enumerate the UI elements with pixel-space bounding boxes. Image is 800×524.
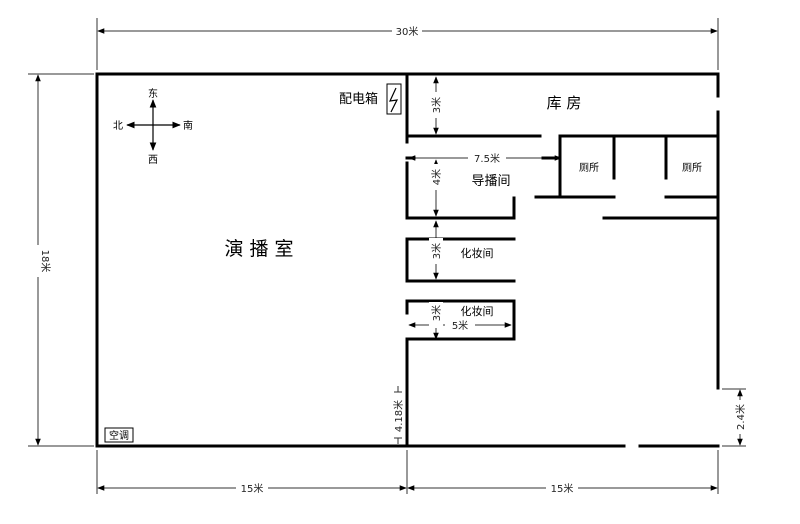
dim-storage-height: 3米 xyxy=(430,97,443,113)
control-room-label: 导播间 xyxy=(471,174,510,189)
dim-bottom-left: 15米 xyxy=(241,482,264,495)
dim-makeup2-height: 3米 xyxy=(430,305,443,321)
compass-west-label: 西 xyxy=(148,155,158,166)
dim-control-width: 7.5米 xyxy=(474,152,500,165)
compass-south-label: 南 xyxy=(183,119,193,132)
toilet-1-label: 厕所 xyxy=(579,162,599,174)
dim-left-height: 18米 xyxy=(39,250,52,273)
toilet-2-label: 厕所 xyxy=(682,162,702,174)
lightning-icon xyxy=(388,87,399,113)
dim-bottom-right: 15米 xyxy=(551,482,574,495)
ac-label: 空调 xyxy=(109,429,129,442)
walls xyxy=(95,72,720,448)
panel-label: 配电箱 xyxy=(339,91,378,107)
dim-right-gap: 2.4米 xyxy=(734,404,747,430)
dim-top-width: 30米 xyxy=(396,25,419,38)
storage-label: 库 房 xyxy=(547,94,582,112)
dim-door-gap: 4.18米 xyxy=(392,400,405,432)
dim-control-height: 4米 xyxy=(430,169,443,185)
dim-makeup1-height: 3米 xyxy=(430,243,443,259)
makeup-room-2-label: 化妆间 xyxy=(461,304,494,318)
studio-label: 演 播 室 xyxy=(224,238,293,260)
dimension-labels: 30米 18米 15米 15米 2.4米 4.18米 3米 4米 7.5米 3米… xyxy=(31,24,747,495)
compass xyxy=(126,99,181,151)
makeup-room-1-label: 化妆间 xyxy=(461,246,494,260)
dim-makeup2-width: 5米 xyxy=(452,319,468,332)
compass-north-label: 北 xyxy=(113,120,123,132)
ac-box xyxy=(104,427,134,443)
panel-box xyxy=(386,83,402,115)
compass-east-label: 东 xyxy=(148,87,158,100)
